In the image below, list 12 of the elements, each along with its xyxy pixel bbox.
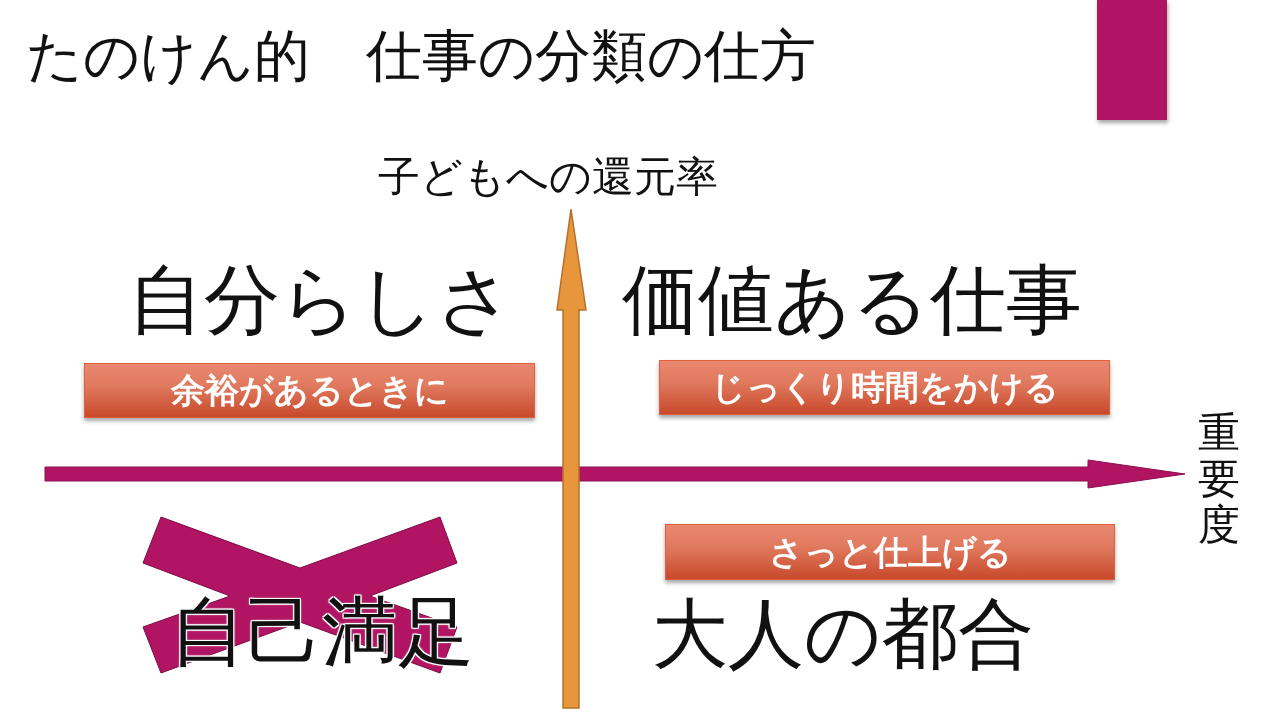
action-text: さっと仕上げる: [768, 531, 1012, 573]
action-text: 余裕があるときに: [170, 370, 449, 411]
action-text: じっくり時間をかける: [710, 367, 1059, 408]
action-tag: [665, 524, 1115, 580]
quadrant-label: 価値ある仕事: [622, 256, 1082, 344]
axis-label: 子どもへの還元率: [378, 153, 718, 202]
quadrant-label: 自分らしさ: [128, 256, 514, 344]
action-tag: [659, 360, 1110, 415]
slide-title: たのけん的 仕事の分類の仕方: [26, 22, 816, 90]
axis-label: 重要度: [1198, 410, 1240, 549]
action-tag: [84, 363, 535, 418]
quadrant-label: 大人の都合: [652, 590, 1034, 678]
